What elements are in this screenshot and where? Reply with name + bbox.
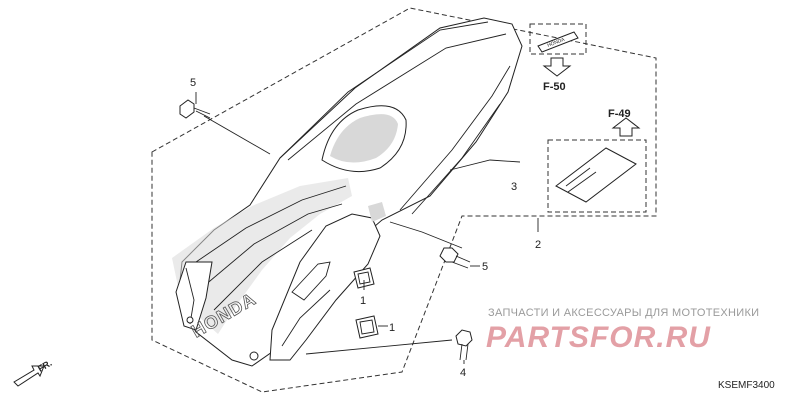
arrow-down-icon — [542, 57, 572, 77]
watermark: ЗАПЧАСТИ И АКСЕССУАРЫ ДЛЯ МОТОТЕХНИКИ PA… — [486, 307, 759, 354]
clip-lower — [355, 315, 379, 339]
ref-f50: F-50 — [543, 81, 566, 93]
watermark-tagline: ЗАПЧАСТИ И АКСЕССУАРЫ ДЛЯ МОТОТЕХНИКИ — [488, 307, 759, 319]
callout-4: 4 — [460, 367, 466, 379]
diagram-code: KSEMF3400 — [718, 380, 775, 391]
f50-reference: HONDA F-50 — [529, 23, 587, 93]
bolt-right — [439, 247, 471, 269]
callout-3: 3 — [511, 181, 517, 193]
bolt-lower — [455, 329, 473, 361]
callout-1-upper: 1 — [360, 295, 366, 307]
callout-5-upper: 5 — [190, 77, 196, 89]
direction-arrow-icon — [13, 365, 45, 387]
front-direction-indicator: FR. — [13, 358, 54, 387]
bolt-upper-left — [179, 99, 211, 119]
f49-reference: F-49 — [547, 108, 647, 213]
direction-label: FR. — [36, 358, 54, 374]
callout-5-right: 5 — [482, 261, 488, 273]
watermark-logo: PARTSFOR.RU — [486, 321, 711, 354]
callout-1-lower: 1 — [389, 322, 395, 334]
clip-upper — [353, 267, 375, 289]
ref-f49: F-49 — [608, 108, 631, 120]
callout-2: 2 — [535, 239, 541, 251]
leader-lines — [195, 92, 539, 364]
rear-fender: HONDA — [172, 17, 523, 367]
arrow-up-icon — [611, 117, 641, 137]
